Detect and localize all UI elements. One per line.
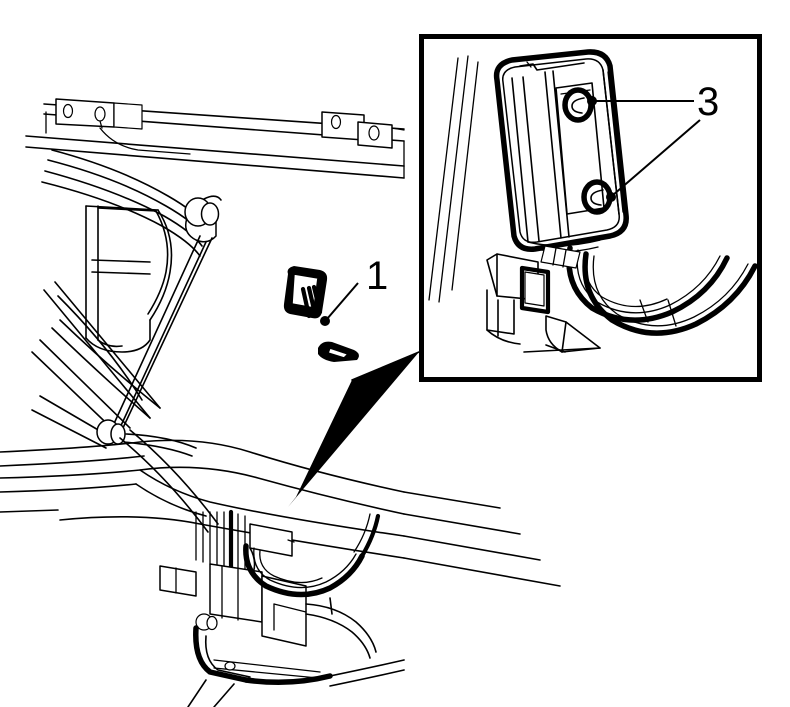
main-assembly-view: 1 [0,98,561,707]
scissor-linkage-arms [31,235,219,533]
lower-bracket-assembly [159,509,405,707]
inset-connector-shell [540,245,581,269]
wiring-harness-main [243,513,381,598]
inset-wiring-harness [547,245,757,336]
inset-mount-bracket [486,253,601,353]
callout-3-label: 3 [697,80,719,124]
window-frame-opening [41,149,222,353]
callout-1: 1 [320,254,388,326]
detail-view-inset: 3 [419,34,762,382]
lower-panel-contours [0,439,561,587]
callout-1-label: 1 [366,254,388,298]
magnify-pointer-arrow [288,351,420,507]
upper-rail-with-hinge-brackets [25,98,405,179]
module-and-connector [283,266,359,362]
callout-3: 3 [587,80,719,202]
